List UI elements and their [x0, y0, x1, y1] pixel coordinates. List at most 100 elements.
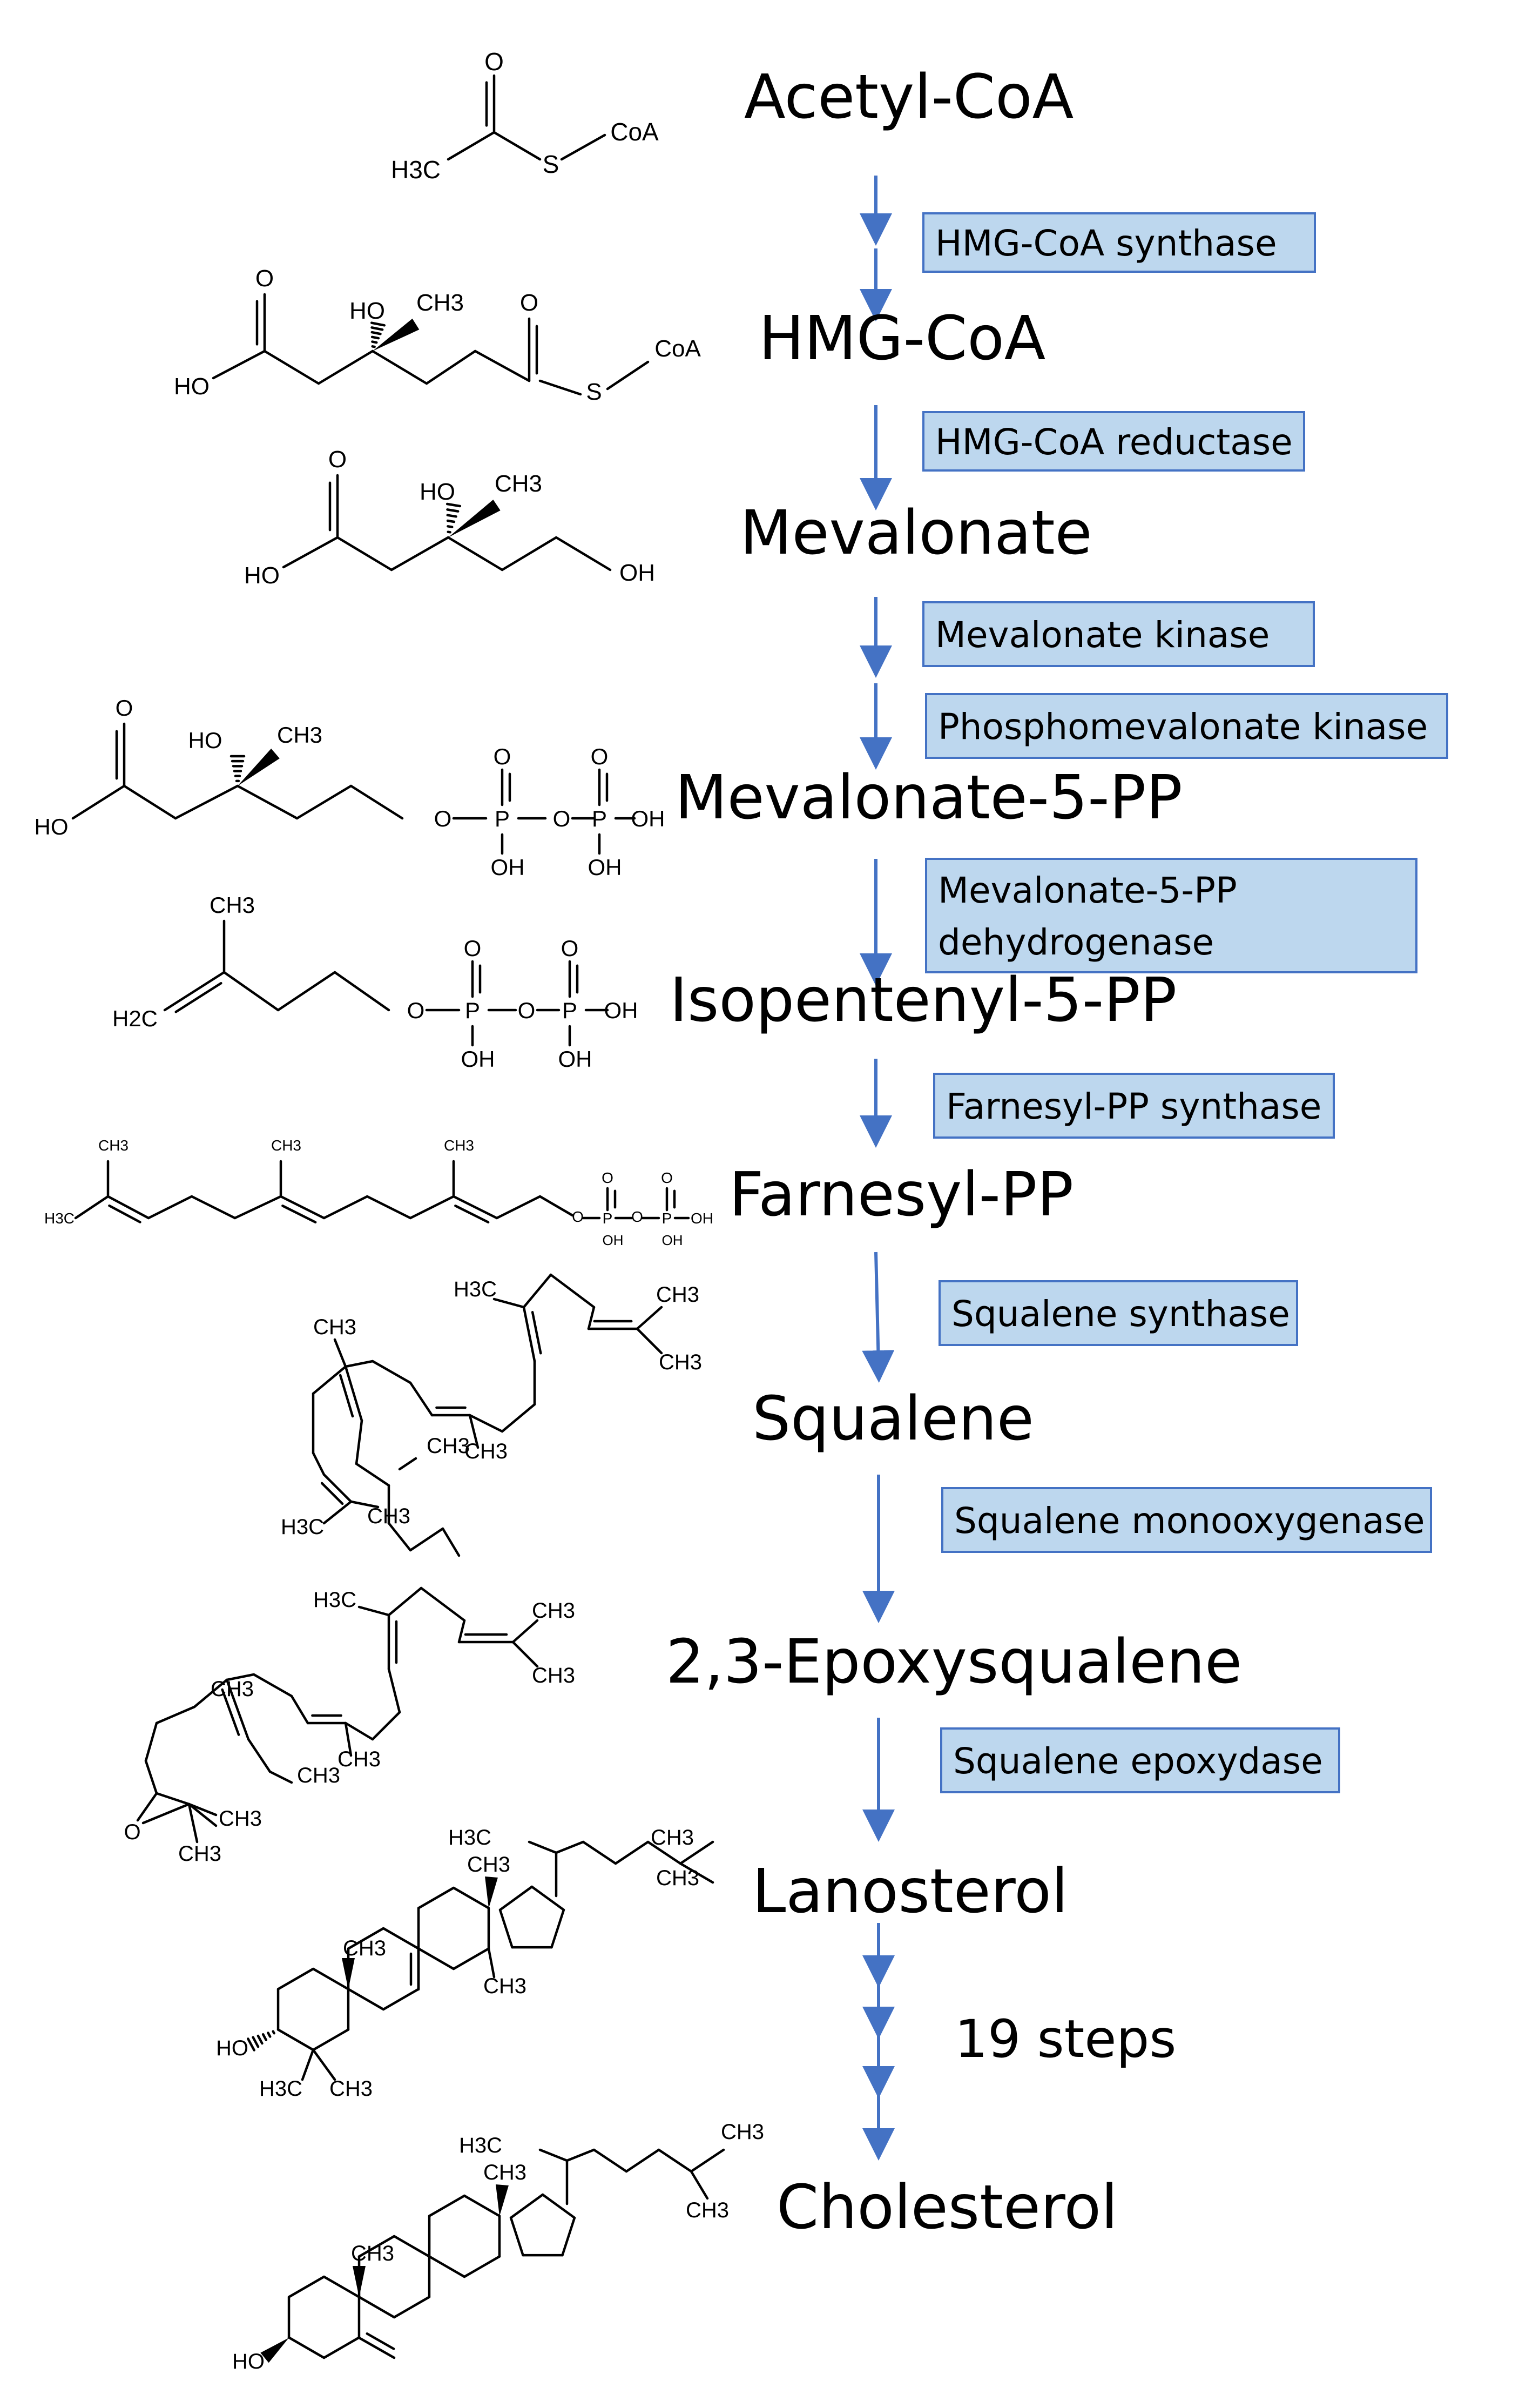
bond [690, 2170, 709, 2200]
bond [409, 1195, 455, 1220]
bond [333, 971, 390, 1012]
bond [452, 1886, 490, 1909]
atom-label: P [495, 806, 510, 831]
stereo-wedge [342, 1958, 355, 1989]
bond [190, 1195, 237, 1220]
atom-label: CH3 [211, 1677, 254, 1701]
bond [357, 2235, 396, 2258]
bond [549, 1273, 596, 1309]
atom-label: CH3 [721, 2120, 764, 2144]
stereo-hash [370, 331, 382, 335]
metabolite-squalene: Squalene [752, 1384, 1034, 1454]
bond [509, 2216, 524, 2257]
atom-label: CH3 [343, 1936, 386, 1960]
atom-label: CH3 [277, 722, 322, 748]
bond [468, 1414, 480, 1449]
atom-label: P [603, 1210, 613, 1227]
atom-label: OH [461, 1046, 495, 1072]
bond [382, 1988, 420, 2011]
atom-label: CH3 [483, 2161, 526, 2184]
enzyme-box-farnesyl-pp-synthase [933, 1073, 1335, 1139]
bond [538, 379, 582, 396]
stereo-hash [272, 2030, 275, 2035]
atom-label: O [116, 695, 133, 721]
enzyme-label-squalene-synthase: Squalene synthase [951, 1293, 1290, 1335]
bond [606, 360, 650, 391]
bond [468, 1414, 504, 1433]
atom-label: CH3 [532, 1664, 575, 1687]
atom-label: HO [35, 814, 69, 839]
bond [541, 2193, 576, 2219]
bond [528, 1840, 558, 1854]
atom-label: CH3 [416, 290, 464, 316]
stereo-hash [370, 321, 386, 327]
atom-label: CH3 [351, 2242, 394, 2265]
atom-label: P [662, 1210, 672, 1227]
bond [425, 349, 477, 385]
metabolite-farnesyl-pp: Farnesyl-PP [729, 1160, 1074, 1230]
enzyme-label-hmg-coa-synthase: HMG-CoA synthase [935, 223, 1277, 264]
bond [187, 1802, 218, 1817]
stereo-hash [445, 502, 462, 508]
atom-label: O [255, 265, 274, 292]
bond [74, 1195, 110, 1220]
reaction-arrows [860, 176, 895, 2161]
stereo-wedge [496, 2184, 509, 2216]
bond [193, 1678, 228, 1709]
atom-label: O [661, 1169, 673, 1186]
atom-label: HO [420, 479, 455, 505]
bond [522, 1273, 552, 1309]
bond [509, 2193, 544, 2219]
bond [457, 1619, 466, 1644]
bond [312, 2028, 350, 2051]
bond [71, 784, 126, 820]
bond [382, 1927, 420, 1950]
bond [447, 536, 504, 571]
bond [322, 1195, 369, 1220]
bond [322, 1500, 353, 1525]
bond [657, 2148, 693, 2173]
atom-label: H3C [391, 156, 441, 184]
atom-label: OH [662, 1232, 683, 1248]
atom-label: HO [232, 2350, 265, 2373]
metabolite-mevalonate-5-pp: Mevalonate-5-PP [675, 763, 1183, 833]
stereo-hash [247, 2037, 255, 2051]
atom-label: O [407, 998, 425, 1023]
bond [498, 1885, 534, 1912]
bond [312, 1365, 347, 1395]
enzyme-mevalonate-kinase: Mevalonate kinase [922, 601, 1315, 667]
atom-label: HO [244, 562, 280, 589]
bond [187, 1802, 199, 1844]
atom-label: HO [188, 728, 222, 753]
stereo-hash [256, 2034, 264, 2045]
metabolite-isopentenyl-5-pp: Isopentenyl-5-PP [670, 965, 1177, 1035]
enzyme-phosphomevalonate-kinase: Phosphomevalonate kinase [925, 693, 1448, 759]
bond [290, 1694, 309, 1725]
atom-label: CH3 [313, 1315, 356, 1339]
bond [565, 2148, 596, 2162]
bond [417, 1947, 455, 1970]
bond [555, 1840, 585, 1854]
metabolite-mevalonate: Mevalonate [740, 498, 1092, 568]
atom-label: CoA [654, 335, 701, 362]
stereo-hash [446, 519, 456, 523]
metabolite-acetyl-coa: Acetyl-CoA [744, 62, 1074, 132]
atom-label: CH3 [686, 2198, 729, 2222]
enzyme-hmg-coa-reductase: HMG-CoA reductase [922, 411, 1305, 472]
bond [312, 1967, 350, 1990]
atom-label: S [586, 379, 602, 405]
enzyme-box-squalene-monooxygenase [941, 1487, 1432, 1553]
stereo-hash [447, 530, 451, 534]
atom-label: H3C [448, 1826, 491, 1849]
bond [281, 1205, 317, 1223]
bond [582, 1840, 617, 1865]
bond [560, 133, 606, 161]
atom-label: OH [691, 1210, 713, 1227]
stereo-hash [371, 340, 378, 344]
bond [276, 971, 336, 1012]
bond [295, 784, 353, 820]
bond [409, 1381, 434, 1417]
enzyme-box-mevalonate-kinase [922, 601, 1315, 667]
atom-label: O [561, 936, 579, 961]
enzyme-label-hmg-coa-reductase: HMG-CoA reductase [935, 421, 1293, 463]
